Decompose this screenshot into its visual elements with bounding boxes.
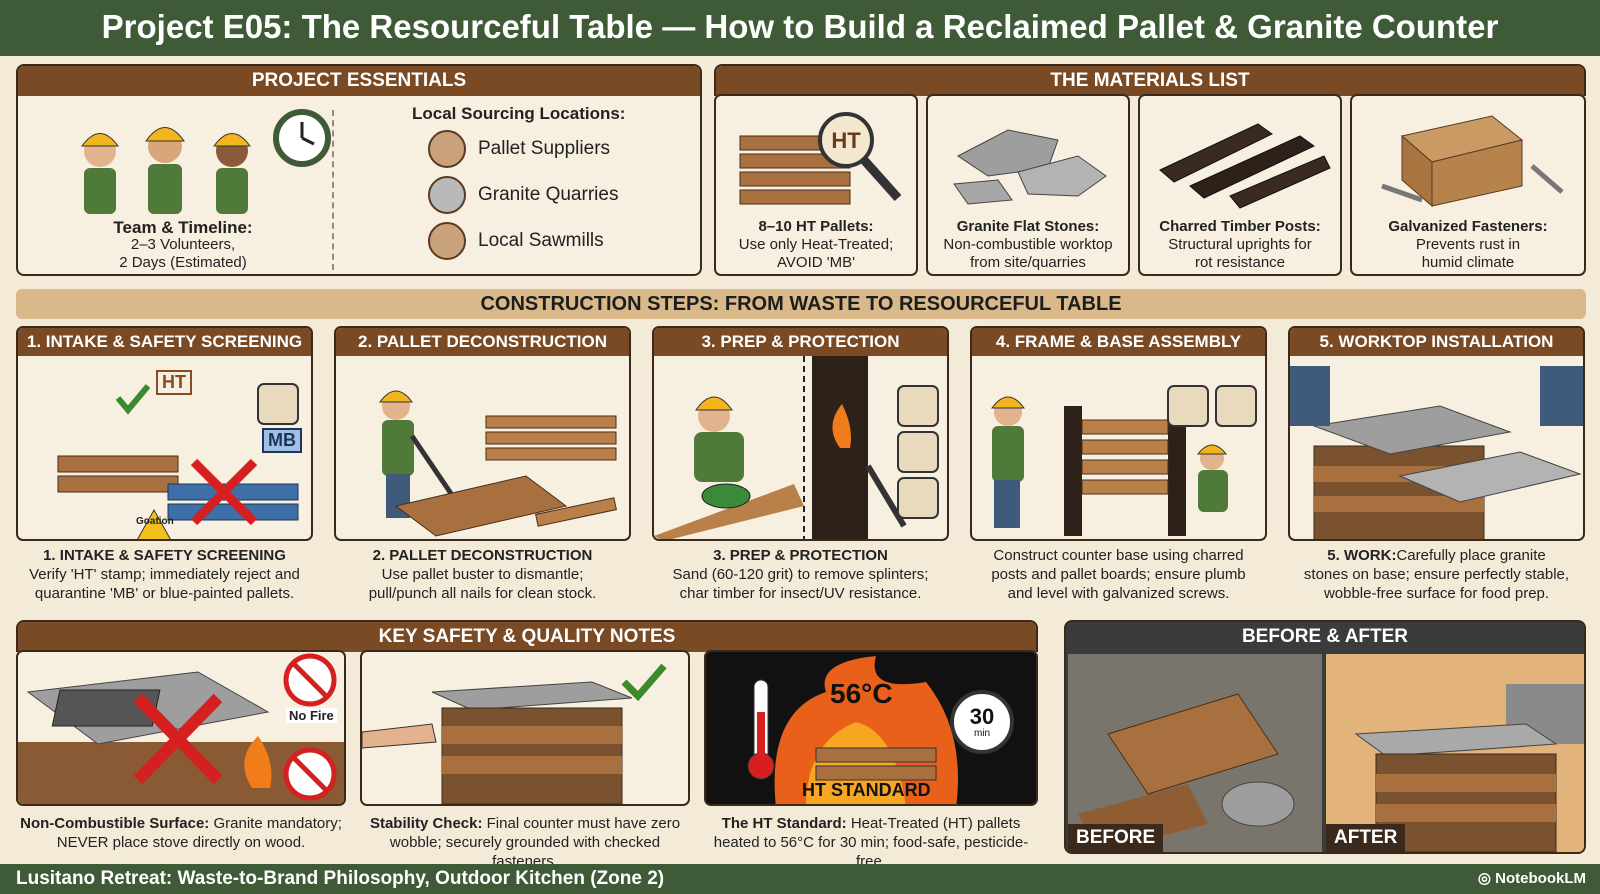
brand-icon: ◎ <box>1477 870 1496 887</box>
before-after-panel: BEFORE & AFTER BEFORE AFTER <box>1064 620 1586 854</box>
step-heading: 4. FRAME & BASE ASSEMBLY <box>972 328 1265 356</box>
pallet-deconstruction-illustration <box>379 390 617 537</box>
sourcing-title: Local Sourcing Locations: <box>412 104 626 123</box>
ht-temperature: 56°C <box>830 678 893 709</box>
material-desc: from site/quarries <box>970 254 1086 271</box>
granite-stones-icon <box>953 129 1107 205</box>
safety-note-3: The HT Standard: Heat-Treated (HT) palle… <box>713 815 1029 870</box>
step-1-card: 1. INTAKE & SAFETY SCREENING HT MB Goati… <box>16 326 313 541</box>
timer-number: 30 <box>969 704 995 729</box>
material-card-pallets: HT 8–10 HT Pallets: Use only Heat-Treate… <box>714 94 918 276</box>
material-card-timber: Charred Timber Posts: Structural upright… <box>1138 94 1342 276</box>
step-3-text: 3. PREP & PROTECTION Sand (60-120 grit) … <box>672 547 929 602</box>
notebooklm-brand: ◎ NotebookLM <box>1477 870 1586 887</box>
divider <box>332 110 334 270</box>
material-title: Charred Timber Posts: <box>1159 218 1321 235</box>
step-5-card: 5. WORKTOP INSTALLATION <box>1288 326 1585 541</box>
fasteners-box-icon <box>1381 115 1564 208</box>
material-desc: Non-combustible worktop <box>943 236 1113 253</box>
stove-on-wood-illustration <box>18 653 344 804</box>
safety-note-1: Non-Combustible Surface: Granite mandato… <box>20 815 342 851</box>
timer-unit: min <box>973 728 991 739</box>
before-image: BEFORE <box>1068 654 1322 852</box>
frame-assembly-illustration <box>991 385 1257 536</box>
stability-check-illustration <box>362 663 667 804</box>
material-desc: Prevents rust in <box>1415 236 1521 253</box>
step-heading: 5. WORKTOP INSTALLATION <box>1290 328 1583 356</box>
ht-standard-illustration <box>747 656 1014 804</box>
worker-icon <box>81 133 119 214</box>
step-2-card: 2. PALLET DECONSTRUCTION <box>334 326 631 541</box>
step-1-text: 1. INTAKE & SAFETY SCREENING Verify 'HT'… <box>29 547 300 602</box>
mb-tag: MB <box>262 428 302 453</box>
footer-bar: Lusitano Retreat: Waste-to-Brand Philoso… <box>0 864 1600 894</box>
footer-text: Lusitano Retreat: Waste-to-Brand Philoso… <box>16 868 665 889</box>
team-line-1: 2–3 Volunteers, <box>130 236 236 253</box>
step-3-card: 3. PREP & PROTECTION <box>652 326 949 541</box>
clock-icon <box>273 109 331 167</box>
team-illustration <box>81 109 331 214</box>
material-title: 8–10 HT Pallets: <box>758 218 874 235</box>
pallet-rubble-illustration <box>1068 654 1322 852</box>
safety-heading: KEY SAFETY & QUALITY NOTES <box>18 622 1036 652</box>
material-desc: Use only Heat-Treated; <box>738 236 894 253</box>
source-item: Granite Quarries <box>428 176 618 214</box>
worktop-installation-illustration <box>1290 366 1583 539</box>
material-card-fasteners: Galvanized Fasteners: Prevents rust in h… <box>1350 94 1586 276</box>
timber-posts-icon <box>1159 123 1331 209</box>
after-label: AFTER <box>1326 824 1406 852</box>
safety-notes-panel: KEY SAFETY & QUALITY NOTES <box>16 620 1038 652</box>
step-2-text: 2. PALLET DECONSTRUCTION Use pallet bust… <box>368 547 597 602</box>
worker-icon <box>213 133 251 214</box>
step-heading: 3. PREP & PROTECTION <box>654 328 947 356</box>
step-heading: 2. PALLET DECONSTRUCTION <box>336 328 629 356</box>
safety-card-ht-standard: 56°C HT STANDARD 30 min <box>704 650 1038 806</box>
finished-counter-illustration <box>1326 654 1584 852</box>
material-title: Granite Flat Stones: <box>956 218 1100 235</box>
safety-note-2: Stability Check: Final counter must have… <box>369 815 681 870</box>
mountain-icon <box>428 176 466 214</box>
after-image: AFTER <box>1326 654 1584 852</box>
pallet-stack-icon: HT <box>739 112 902 205</box>
material-desc: humid climate <box>1421 254 1515 271</box>
intake-screening-illustration <box>57 383 299 539</box>
safety-card-stability <box>360 650 690 806</box>
material-desc: rot resistance <box>1194 254 1286 271</box>
source-item: Pallet Suppliers <box>428 130 610 168</box>
step-4-card: 4. FRAME & BASE ASSEMBLY <box>970 326 1267 541</box>
team-line-2: 2 Days (Estimated) <box>119 254 247 271</box>
before-after-heading: BEFORE & AFTER <box>1066 622 1584 652</box>
ht-standard-label: HT STANDARD <box>802 780 931 800</box>
ht-tag: HT <box>156 370 192 395</box>
step-4-text: Construct counter base using charred pos… <box>991 547 1246 602</box>
prep-protection-illustration <box>654 356 939 539</box>
page-title: Project E05: The Resourceful Table — How… <box>0 0 1600 56</box>
material-card-granite: Granite Flat Stones: Non-combustible wor… <box>926 94 1130 276</box>
warning-label: Goation <box>136 516 174 527</box>
ht-stamp: HT <box>831 128 861 153</box>
project-essentials-heading: PROJECT ESSENTIALS <box>18 66 700 96</box>
step-heading: 1. INTAKE & SAFETY SCREENING <box>18 328 311 356</box>
materials-heading: THE MATERIALS LIST <box>716 66 1584 96</box>
project-essentials-panel: PROJECT ESSENTIALS Team & Timeline: 2–3 … <box>16 64 702 276</box>
step-5-text: 5. WORK:Carefully place granite stones o… <box>1303 547 1570 602</box>
material-desc: Structural uprights for <box>1168 236 1312 253</box>
construction-steps-banner: CONSTRUCTION STEPS: FROM WASTE TO RESOUR… <box>16 289 1586 319</box>
team-title: Team & Timeline: <box>113 218 253 237</box>
materials-panel: THE MATERIALS LIST <box>714 64 1586 96</box>
source-item: Local Sawmills <box>428 222 604 260</box>
material-desc: AVOID 'MB' <box>777 254 855 271</box>
before-label: BEFORE <box>1068 824 1164 852</box>
sawmill-icon <box>428 222 466 260</box>
worker-icon <box>145 127 185 214</box>
safety-card-non-combustible: No Fire <box>16 650 346 806</box>
no-fire-label: No Fire <box>286 708 337 723</box>
pallet-icon <box>428 130 466 168</box>
material-title: Galvanized Fasteners: <box>1388 218 1548 235</box>
